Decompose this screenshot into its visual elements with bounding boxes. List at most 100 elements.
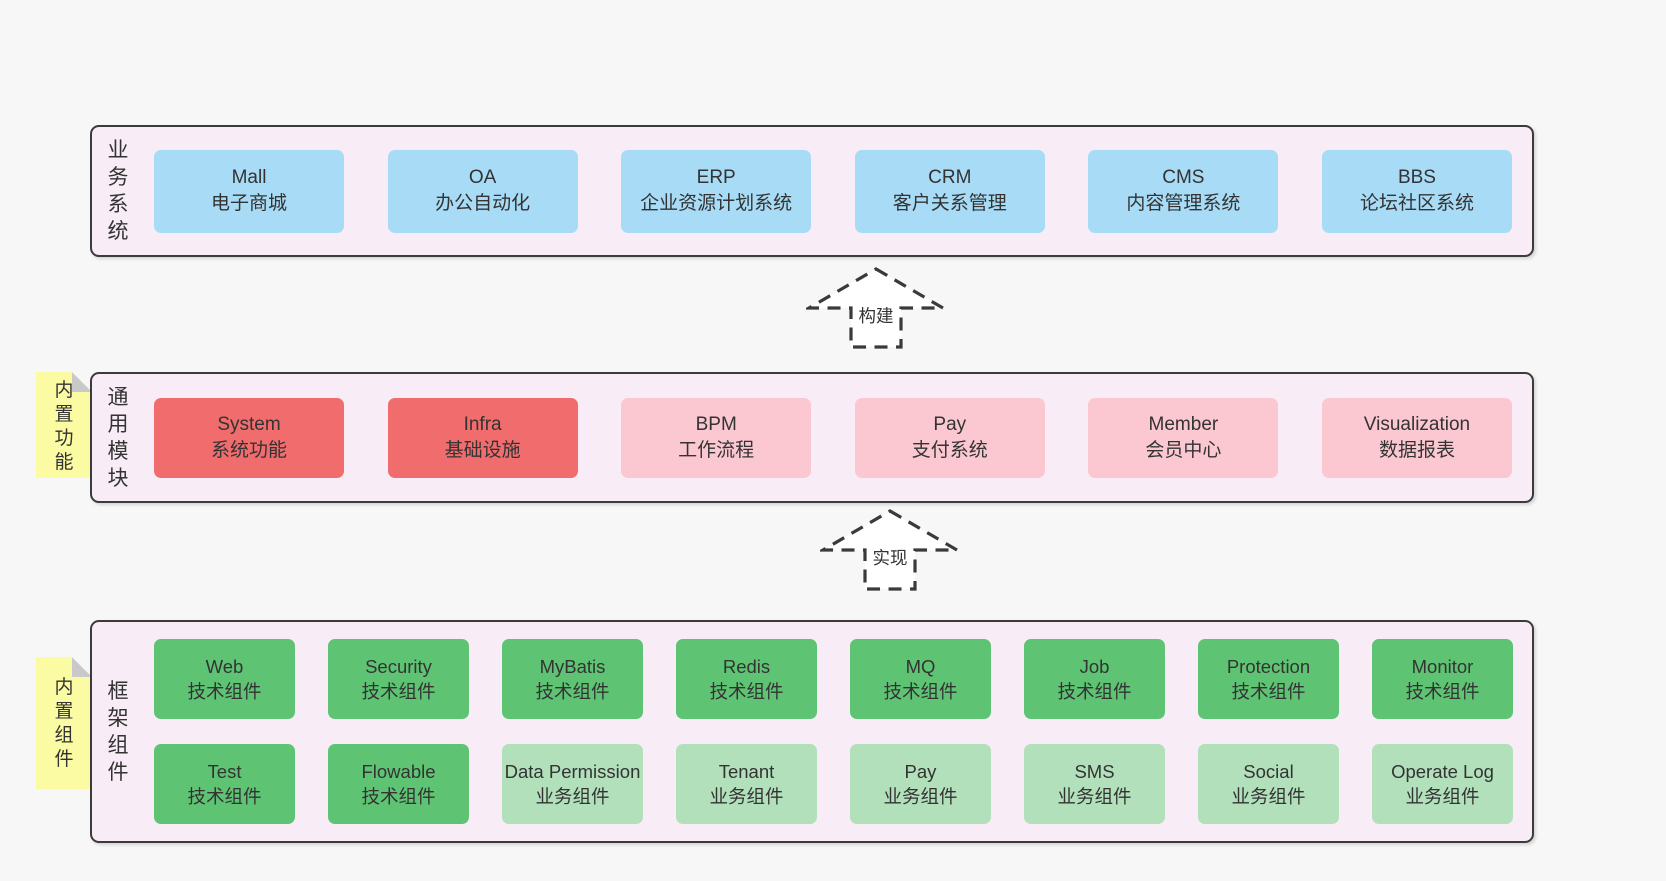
band-label: 通用模块	[107, 385, 129, 490]
diagram-box: Mall 电子商城	[154, 149, 344, 233]
diagram-box: Operate Log 业务组件	[1372, 744, 1513, 824]
box-title: Data Permission	[504, 761, 641, 782]
box-subtitle: 技术组件	[535, 681, 610, 702]
box-title: Redis	[722, 656, 771, 677]
box-title: Infra	[463, 413, 502, 435]
diagram-box: MyBatis 技术组件	[502, 639, 643, 719]
diagram-box: Visualization 数据报表	[1321, 397, 1512, 478]
box-title: MyBatis	[539, 656, 606, 677]
diagram-box: Social 业务组件	[1198, 744, 1339, 824]
box-subtitle: 会员中心	[1145, 439, 1222, 461]
sticky-note-built-in-components: 内置组件	[36, 657, 92, 789]
box-title: System	[217, 413, 281, 435]
box-subtitle: 系统功能	[210, 439, 287, 461]
box-subtitle: 办公自动化	[435, 193, 531, 214]
framework-components-rows: Web 技术组件 Security 技术组件 MyBatis 技术组件 Redi…	[132, 639, 1533, 824]
box-title: Web	[205, 656, 244, 677]
build-arrow-icon: 构建	[806, 266, 946, 350]
box-subtitle: 技术组件	[187, 681, 262, 702]
box-subtitle: 电子商城	[210, 193, 287, 214]
sticky-note-built-in-features: 内置功能	[36, 372, 92, 478]
implement-arrow-icon: 实现	[820, 508, 960, 592]
box-title: Operate Log	[1391, 761, 1494, 782]
box-title: MQ	[905, 656, 936, 677]
diagram-box: CMS 内容管理系统	[1088, 149, 1279, 233]
band-common-modules: 通用模块 System 系统功能 Infra 基础设施 BPM 工作流程 Pay…	[90, 372, 1534, 503]
box-subtitle: 业务组件	[1405, 786, 1480, 807]
build-arrow-label: 构建	[855, 306, 897, 327]
box-title: Visualization	[1363, 413, 1471, 435]
box-title: Pay	[904, 761, 937, 782]
diagram-box: Pay 业务组件	[850, 744, 991, 824]
box-subtitle: 技术组件	[883, 681, 958, 702]
box-subtitle: 业务组件	[1231, 786, 1306, 807]
diagram-box: Job 技术组件	[1024, 639, 1165, 719]
diagram-box: Flowable 技术组件	[328, 744, 469, 824]
box-title: Security	[365, 656, 432, 677]
diagram-box: Infra 基础设施	[387, 397, 578, 478]
band-framework-components: 框架组件 Web 技术组件 Security 技术组件 MyBatis 技术组件…	[90, 620, 1534, 843]
diagram-box: Tenant 业务组件	[676, 744, 817, 824]
box-subtitle: 技术组件	[709, 681, 784, 702]
diagram-box: OA 办公自动化	[387, 149, 578, 233]
diagram-box: Web 技术组件	[154, 639, 295, 719]
box-title: Pay	[933, 413, 967, 435]
box-subtitle: 业务组件	[883, 786, 958, 807]
box-title: OA	[468, 167, 497, 188]
box-title: Mall	[231, 167, 267, 188]
box-subtitle: 技术组件	[361, 681, 436, 702]
box-title: ERP	[696, 167, 736, 188]
business-systems-row: Mall 电子商城 OA 办公自动化 ERP 企业资源计划系统 CRM 客户关系…	[132, 149, 1532, 233]
box-title: Tenant	[718, 761, 775, 782]
diagram-box: BPM 工作流程	[621, 397, 812, 478]
diagram-box: Data Permission 业务组件	[502, 744, 643, 824]
box-title: Job	[1079, 656, 1110, 677]
box-subtitle: 业务组件	[1057, 786, 1132, 807]
diagram-box: Pay 支付系统	[854, 397, 1045, 478]
box-subtitle: 企业资源计划系统	[640, 193, 793, 214]
diagram-box: Redis 技术组件	[676, 639, 817, 719]
components-row-1: Web 技术组件 Security 技术组件 MyBatis 技术组件 Redi…	[154, 639, 1513, 719]
diagram-box: System 系统功能	[154, 397, 344, 478]
box-subtitle: 客户关系管理	[892, 193, 1007, 214]
box-title: Social	[1243, 761, 1294, 782]
box-subtitle: 数据报表	[1378, 439, 1455, 461]
box-subtitle: 业务组件	[535, 786, 610, 807]
sticky-note-label: 内置组件	[54, 677, 74, 770]
box-title: BBS	[1397, 167, 1436, 188]
band-label: 业务系统	[107, 139, 129, 243]
box-title: SMS	[1074, 761, 1115, 782]
sticky-note-label: 内置功能	[54, 380, 74, 473]
box-subtitle: 基础设施	[444, 439, 521, 461]
box-title: Flowable	[361, 761, 436, 782]
diagram-box: CRM 客户关系管理	[854, 149, 1045, 233]
components-row-2: Test 技术组件 Flowable 技术组件 Data Permission …	[154, 744, 1513, 824]
diagram-box: SMS 业务组件	[1024, 744, 1165, 824]
box-subtitle: 支付系统	[911, 439, 988, 461]
box-subtitle: 技术组件	[1231, 681, 1306, 702]
box-subtitle: 内容管理系统	[1126, 193, 1241, 214]
common-modules-row: System 系统功能 Infra 基础设施 BPM 工作流程 Pay 支付系统…	[132, 397, 1532, 478]
box-title: BPM	[695, 413, 737, 435]
diagram-box: BBS 论坛社区系统	[1321, 149, 1512, 233]
diagram-box: Test 技术组件	[154, 744, 295, 824]
box-subtitle: 论坛社区系统	[1359, 193, 1474, 214]
box-title: Test	[207, 761, 242, 782]
diagram-box: Protection 技术组件	[1198, 639, 1339, 719]
diagram-box: Security 技术组件	[328, 639, 469, 719]
box-subtitle: 技术组件	[1405, 681, 1480, 702]
box-title: CMS	[1162, 167, 1205, 188]
box-subtitle: 技术组件	[1057, 681, 1132, 702]
box-title: Member	[1148, 413, 1219, 435]
band-label: 框架组件	[107, 679, 129, 784]
band-business-systems: 业务系统 Mall 电子商城 OA 办公自动化 ERP 企业资源计划系统 CRM…	[90, 125, 1534, 257]
box-subtitle: 技术组件	[187, 786, 262, 807]
diagram-box: Monitor 技术组件	[1372, 639, 1513, 719]
box-title: Protection	[1226, 656, 1311, 677]
box-title: CRM	[928, 167, 972, 188]
box-subtitle: 技术组件	[361, 786, 436, 807]
diagram-box: Member 会员中心	[1088, 397, 1279, 478]
box-subtitle: 业务组件	[709, 786, 784, 807]
implement-arrow-label: 实现	[869, 548, 911, 569]
box-title: Monitor	[1411, 656, 1474, 677]
